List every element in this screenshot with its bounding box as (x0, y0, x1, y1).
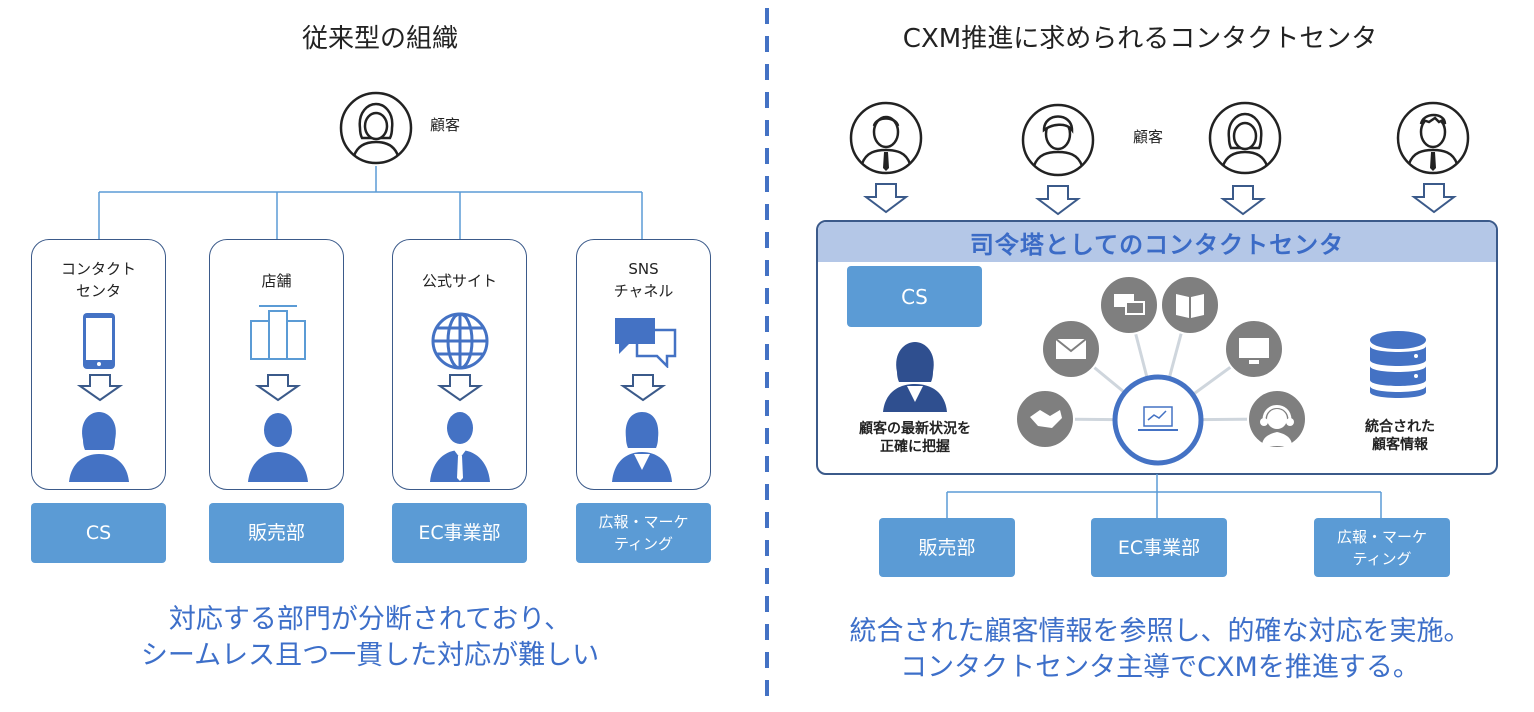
customer-man-icon (1396, 101, 1470, 175)
mail-icon (1041, 319, 1101, 379)
left-conclusion: 対応する部門が分断されており、 シームレス且つ一貫した対応が難しい (60, 602, 680, 674)
dept-ec: EC事業部 (1091, 518, 1227, 577)
right-conclusion-line: 統合された顧客情報を参照し、的確な対応を実施。 (849, 616, 1471, 647)
down-arrow-icon (1220, 185, 1266, 216)
channel-card-website: 公式サイト (392, 239, 527, 490)
db-caption: 統合された 顧客情報 (1340, 418, 1460, 454)
channel-label: チャネル (613, 282, 674, 300)
dept-label: ティング (1352, 549, 1412, 568)
channel-label: SNS (628, 260, 659, 278)
right-tree-connector (946, 474, 1382, 518)
dept-label: 販売部 (247, 522, 305, 544)
customer-man-icon (849, 101, 923, 175)
right-conclusion-line: コンタクトセンタ主導でCXMを推進する。 (900, 652, 1420, 683)
customer-woman-icon (339, 91, 413, 165)
staff-businessman-icon (430, 412, 490, 482)
dept-label: 広報・マーケ (1336, 527, 1427, 546)
monitor-icon (1224, 319, 1284, 379)
left-title: 従来型の組織 (301, 24, 458, 54)
channel-label: 公式サイト (421, 272, 497, 290)
hq-title: 司令塔としてのコンタクトセンタ (818, 222, 1496, 262)
down-arrow-icon (1035, 185, 1081, 216)
database-icon (1370, 331, 1426, 398)
down-arrow-icon (619, 374, 667, 402)
dept-sales: 販売部 (879, 518, 1015, 577)
down-arrow-icon (1411, 183, 1457, 214)
dept-ec: EC事業部 (392, 503, 527, 563)
right-conclusion: 統合された顧客情報を参照し、的確な対応を実施。 コンタクトセンタ主導でCXMを推… (810, 614, 1510, 686)
channel-card-contact-center: コンタクト センタ (31, 239, 166, 490)
right-customer-label: 顧客 (1133, 128, 1164, 146)
agent-caption: 顧客の最新状況を 正確に把握 (840, 420, 990, 456)
channel-label: 店舗 (261, 272, 292, 290)
staff-man-icon (248, 413, 308, 482)
staff-woman-icon (69, 412, 129, 482)
chat-icon (1099, 275, 1159, 335)
left-customer-label: 顧客 (430, 116, 461, 134)
down-arrow-icon (436, 374, 484, 402)
agent-woman-icon (883, 342, 947, 412)
db-caption-line: 顧客情報 (1372, 437, 1428, 453)
left-conclusion-line: シームレス且つ一貫した対応が難しい (140, 640, 600, 671)
left-conclusion-line: 対応する部門が分断されており、 (168, 604, 572, 635)
down-arrow-icon (76, 374, 124, 402)
db-caption-line: 統合された (1365, 419, 1435, 435)
hq-cs-label: CS (901, 284, 928, 309)
customer-man-icon (1021, 103, 1095, 177)
customer-woman-icon (1208, 101, 1282, 175)
hq-cs-box: CS (847, 266, 982, 327)
channel-hub-diagram (1015, 275, 1307, 466)
handshake-icon (1015, 389, 1075, 449)
staff-woman-business-icon (612, 412, 672, 482)
dept-label: EC事業部 (1117, 536, 1201, 559)
dept-label: EC事業部 (418, 522, 501, 544)
dept-pr-marketing: 広報・マーケ ティング (1314, 518, 1450, 577)
left-down-arrows (76, 374, 667, 402)
smartphone-icon (83, 313, 115, 369)
laptop-analytics-icon (1112, 374, 1204, 466)
right-down-arrows (863, 183, 1457, 216)
dept-pr-marketing: 広報・マーケ ティング (576, 503, 711, 563)
dept-sales: 販売部 (209, 503, 344, 563)
channel-card-sns: SNS チャネル (576, 239, 711, 490)
globe-icon (431, 312, 489, 370)
down-arrow-icon (254, 374, 302, 402)
channel-label: センタ (75, 282, 121, 300)
agent-caption-line: 顧客の最新状況を (859, 421, 971, 437)
dept-cs: CS (31, 503, 166, 563)
down-arrow-icon (863, 183, 909, 214)
agent-caption-line: 正確に把握 (880, 439, 950, 455)
right-title: CXM推進に求められるコンタクトセンタ (902, 24, 1378, 54)
dept-label: ティング (613, 535, 674, 553)
dept-label: 販売部 (918, 536, 976, 559)
channel-card-store: 店舗 (209, 239, 344, 490)
building-icon (250, 305, 306, 360)
center-divider (765, 8, 769, 708)
headset-icon (1247, 389, 1307, 449)
channel-label: コンタクト (60, 260, 136, 278)
left-tree-connector (98, 166, 643, 240)
book-icon (1160, 275, 1220, 335)
dept-label: 広報・マーケ (598, 513, 689, 531)
chat-bubbles-icon (615, 318, 677, 368)
dept-label: CS (85, 522, 112, 544)
